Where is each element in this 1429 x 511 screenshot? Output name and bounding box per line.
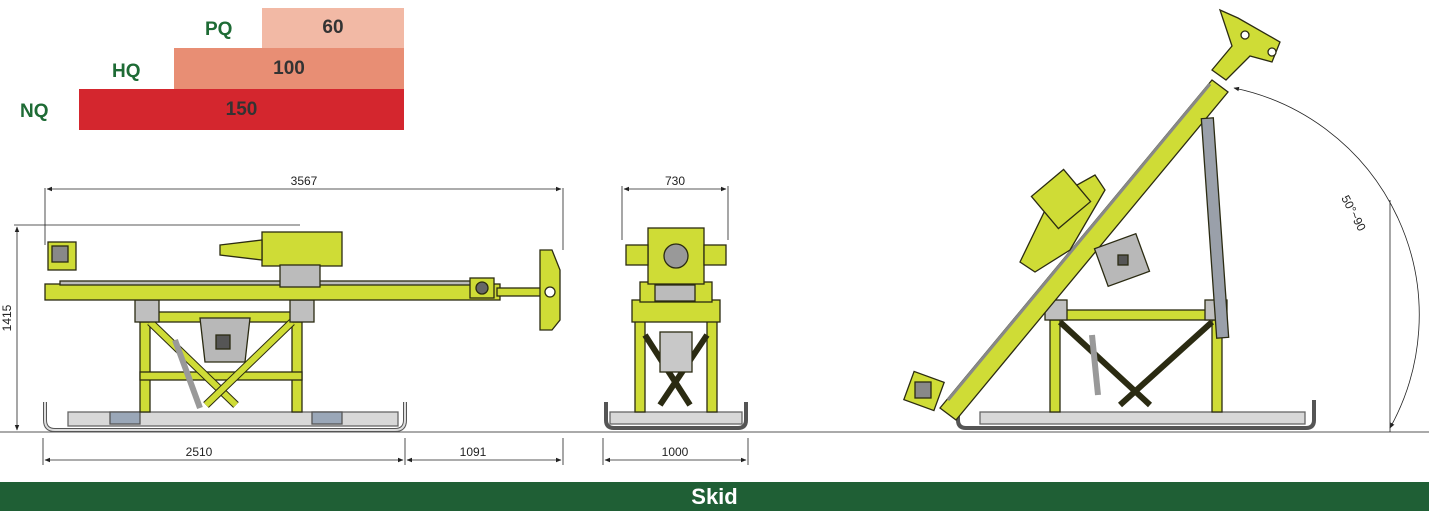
pq-bar: 60 xyxy=(262,8,404,48)
dim-angle: 50°~90 xyxy=(1338,193,1369,234)
dim-1415: 1415 xyxy=(0,304,14,331)
side-dimensions xyxy=(14,186,564,465)
hq-label: HQ xyxy=(112,61,141,82)
footer-bar: Skid xyxy=(0,482,1429,511)
angled-view xyxy=(903,8,1316,430)
side-view xyxy=(43,231,561,432)
pq-label: PQ xyxy=(205,19,233,40)
drill-rig-drawing: 3567 1415 2510 1091 730 1000 xyxy=(0,8,1429,465)
hq-bar: 100 xyxy=(174,48,404,89)
dim-730: 730 xyxy=(665,174,685,188)
nq-label: NQ xyxy=(20,101,49,122)
dim-3567: 3567 xyxy=(291,174,318,188)
dim-1000: 1000 xyxy=(662,445,689,459)
front-dimensions xyxy=(602,186,749,465)
dim-2510: 2510 xyxy=(186,445,213,459)
front-view xyxy=(604,227,748,430)
nq-bar: 150 xyxy=(79,89,404,130)
footer-title: Skid xyxy=(691,483,738,509)
dim-1091: 1091 xyxy=(460,445,487,459)
angle-dimension xyxy=(1233,86,1420,432)
